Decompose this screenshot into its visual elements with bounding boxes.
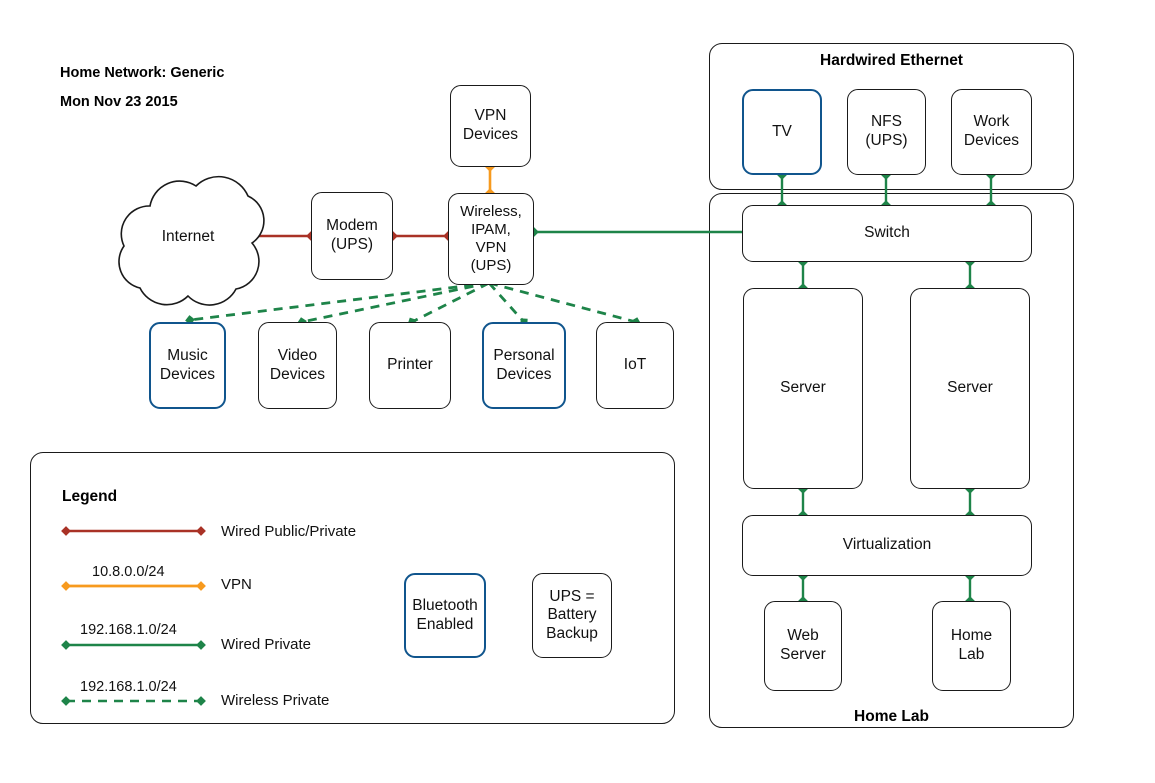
- diagram-title: Home Network: Generic: [60, 65, 225, 81]
- node-work-devices[interactable]: Work Devices: [951, 89, 1032, 175]
- node-server-left[interactable]: Server: [743, 288, 863, 489]
- legend-subnet-wireless-private: 192.168.1.0/24: [80, 679, 177, 695]
- link-router-music: [185, 281, 490, 325]
- link-router-personal: [487, 282, 528, 326]
- legend-label-vpn: VPN: [221, 576, 252, 593]
- link-router-iot: [488, 281, 641, 327]
- legend-ups-box: UPS = Battery Backup: [532, 573, 612, 658]
- legend-label-wireless-private: Wireless Private: [221, 692, 330, 709]
- node-personal-devices[interactable]: Personal Devices: [482, 322, 566, 409]
- link-router-printer: [407, 281, 490, 327]
- diagram-date: Mon Nov 23 2015: [60, 94, 178, 110]
- node-home-lab-vm[interactable]: Home Lab: [932, 601, 1011, 691]
- node-iot[interactable]: IoT: [596, 322, 674, 409]
- node-modem[interactable]: Modem (UPS): [311, 192, 393, 280]
- legend-bluetooth-box: Bluetooth Enabled: [404, 573, 486, 658]
- node-server-right[interactable]: Server: [910, 288, 1030, 489]
- legend-subnet-vpn: 10.8.0.0/24: [92, 564, 165, 580]
- node-virtualization[interactable]: Virtualization: [742, 515, 1032, 576]
- panel-hardwired-ethernet-title: Hardwired Ethernet: [820, 52, 963, 69]
- node-printer[interactable]: Printer: [369, 322, 451, 409]
- node-tv[interactable]: TV: [742, 89, 822, 175]
- internet-cloud-label: Internet: [161, 228, 215, 245]
- node-switch[interactable]: Switch: [742, 205, 1032, 262]
- node-router[interactable]: Wireless, IPAM, VPN (UPS): [448, 193, 534, 285]
- panel-home-lab-title: Home Lab: [854, 708, 929, 725]
- node-nfs[interactable]: NFS (UPS): [847, 89, 926, 175]
- legend-label-wired-public: Wired Public/Private: [221, 523, 357, 540]
- node-music-devices[interactable]: Music Devices: [149, 322, 226, 409]
- node-video-devices[interactable]: Video Devices: [258, 322, 337, 409]
- link-router-video: [297, 281, 490, 327]
- node-vpn-devices[interactable]: VPN Devices: [450, 85, 531, 167]
- legend-title: Legend: [62, 488, 118, 505]
- legend-label-wired-private: Wired Private: [221, 636, 312, 653]
- legend-subnet-wired-private: 192.168.1.0/24: [80, 622, 177, 638]
- node-web-server[interactable]: Web Server: [764, 601, 842, 691]
